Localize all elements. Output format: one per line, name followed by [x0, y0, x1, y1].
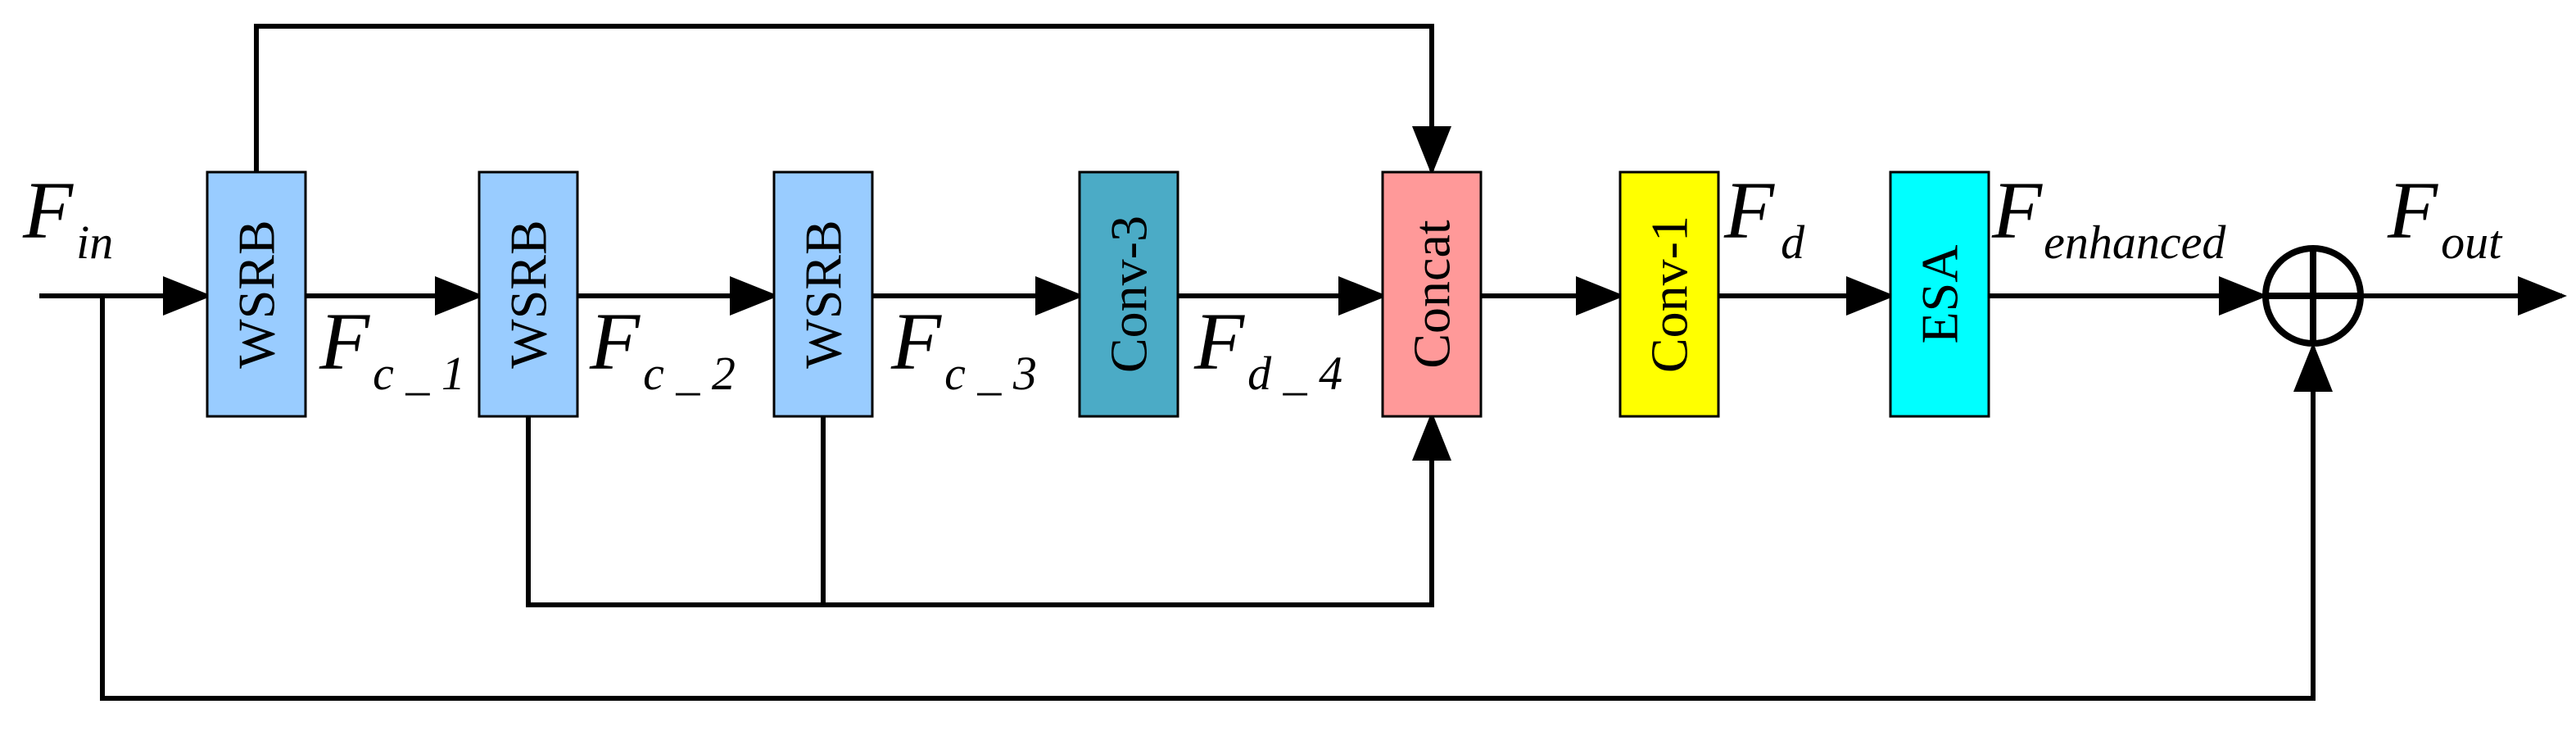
wsrb-block-3-label: WSRB: [795, 220, 853, 368]
esa-block: ESA: [1889, 170, 1990, 418]
label-f-in: Fin: [22, 165, 113, 269]
elementwise-sum-icon: [2262, 245, 2364, 347]
skip-wsrb1-to-concat: [254, 24, 1451, 175]
residual-input-to-sum: [100, 296, 2333, 701]
conv3-block-label: Conv-3: [1100, 216, 1158, 373]
connections: [39, 24, 2567, 701]
label-f-d4: Fd _ 4: [1193, 296, 1342, 400]
wsrb-block-2-label: WSRB: [500, 220, 558, 368]
conv3-block: Conv-3: [1078, 170, 1179, 418]
wsrb-block-3: WSRB: [772, 170, 874, 418]
label-f-out: Fout: [2387, 165, 2503, 269]
conv1-block-label: Conv-1: [1641, 216, 1699, 373]
label-f-c2: Fc _ 2: [589, 296, 736, 400]
esa-block-label: ESA: [1911, 245, 1969, 344]
concat-block: Concat: [1381, 170, 1483, 418]
skip-wsrb2-to-concat: [526, 411, 1451, 607]
label-f-c3: Fc _ 3: [890, 296, 1037, 400]
wsrb-block-2: WSRB: [478, 170, 579, 418]
label-f-enhanced: Fenhanced: [1991, 165, 2226, 269]
label-f-c1: Fc _ 1: [319, 296, 465, 400]
wsrb-block-1-label: WSRB: [228, 220, 286, 368]
conv1-block: Conv-1: [1618, 170, 1720, 418]
concat-block-label: Concat: [1403, 220, 1461, 369]
wsrb-block-1: WSRB: [206, 170, 307, 418]
